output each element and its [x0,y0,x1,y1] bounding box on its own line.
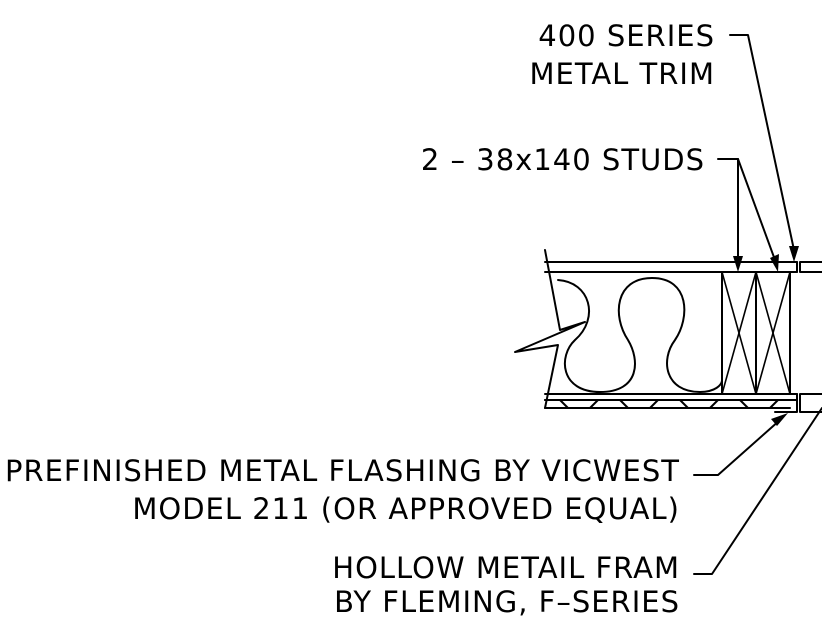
studs-label: 2 – 38x140 STUDS [421,143,705,177]
frame-label-line2: BY FLEMING, F–SERIES [334,585,680,617]
metal-trim-label: 400 SERIES METAL TRIM [530,19,715,91]
flashing-label-line1: PREFINISHED METAL FLASHING BY VICWEST [5,454,680,488]
studs-label-line1: 2 – 38x140 STUDS [421,143,705,177]
studs [721,271,791,395]
insulation-batt [557,277,723,393]
flashing-leader [693,413,788,476]
metal-trim-label-line2: METAL TRIM [530,57,715,91]
corrugated-flashing [544,399,791,409]
metal-trim-label-line1: 400 SERIES [538,19,715,53]
frame-leader [693,407,822,575]
metal-trim-leader [729,34,799,262]
frame-label-line1: HOLLOW METAIL FRAM [332,551,680,585]
studs-leader [717,158,779,272]
hollow-metal-frame [799,261,822,273]
metal-trim [789,261,798,273]
wall-section [514,249,822,413]
flashing-label: PREFINISHED METAL FLASHING BY VICWEST MO… [5,454,680,526]
flashing-label-line2: MODEL 211 (OR APPROVED EQUAL) [132,492,680,526]
frame-label: HOLLOW METAIL FRAM BY FLEMING, F–SERIES [332,551,680,617]
